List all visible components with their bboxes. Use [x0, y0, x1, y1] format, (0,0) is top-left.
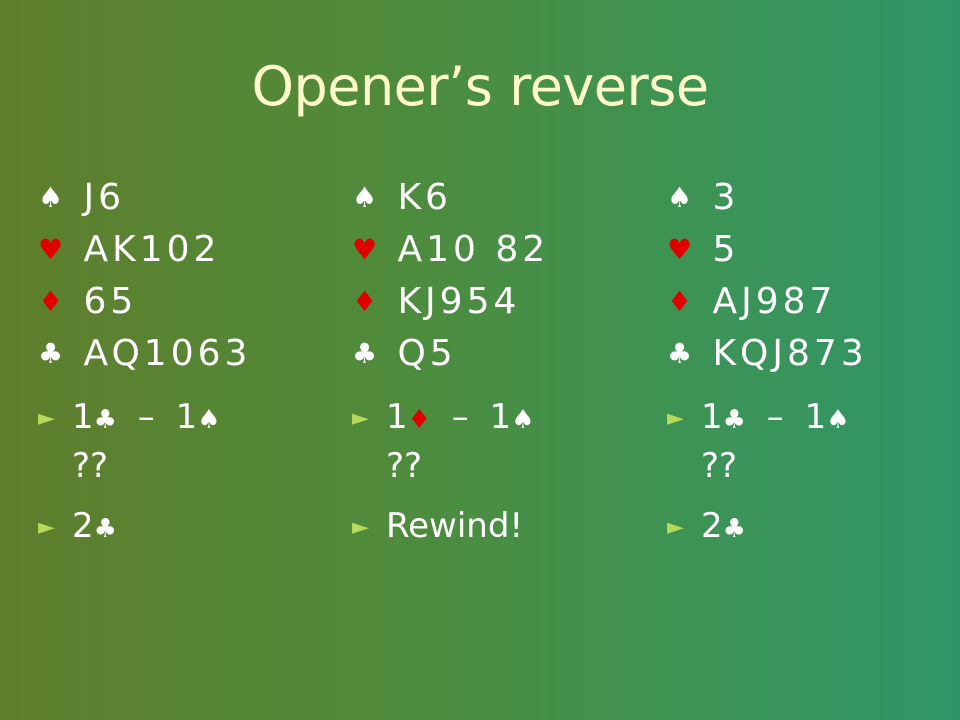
clubs-holding: ♣ Q5 — [352, 328, 652, 380]
bidding-sequence: ► 1♣ – 1♠ ?? — [38, 394, 338, 489]
spade-icon: ♠ — [38, 181, 64, 214]
diamond-cards: 65 — [83, 281, 138, 322]
diamond-cards: AJ987 — [712, 281, 837, 322]
spade-icon: ♠ — [667, 181, 693, 214]
spade-icon: ♠ — [352, 181, 378, 214]
arrow-bullet-icon: ► — [38, 515, 55, 540]
opening-bid-level: 1 — [701, 397, 723, 437]
spades-holding: ♠ 3 — [667, 172, 960, 224]
hand-column-2: ♠ K6 ♥ A10 82 ♦ KJ954 ♣ Q5 ► 1♦ – 1♠ ?? … — [352, 172, 652, 549]
club-icon: ♣ — [667, 337, 693, 370]
slide-title: Opener’s reverse — [251, 55, 709, 118]
answer: ► 2♣ — [667, 503, 960, 552]
clubs-holding: ♣ KQJ873 — [667, 328, 960, 380]
diamond-cards: KJ954 — [397, 281, 521, 322]
opening-bid-level: 1 — [72, 397, 94, 437]
club-icon: ♣ — [93, 514, 117, 544]
heart-icon: ♥ — [352, 233, 378, 266]
question-marks: ?? — [72, 446, 109, 486]
bid-separator: – — [137, 397, 155, 437]
opening-bid-level: 1 — [386, 397, 408, 437]
heart-icon: ♥ — [667, 233, 693, 266]
arrow-bullet-icon: ► — [352, 406, 369, 431]
response-bid-level: 1 — [489, 397, 512, 437]
spade-icon: ♠ — [511, 405, 535, 435]
spade-icon: ♠ — [197, 405, 221, 435]
diamonds-holding: ♦ KJ954 — [352, 276, 652, 328]
answer-text: Rewind! — [386, 506, 524, 546]
club-icon: ♣ — [722, 514, 746, 544]
arrow-bullet-icon: ► — [352, 515, 369, 540]
answer-bid-level: 2 — [701, 506, 723, 546]
club-cards: Q5 — [397, 333, 457, 374]
club-icon: ♣ — [93, 405, 117, 435]
bidding-sequence: ► 1♦ – 1♠ ?? — [352, 394, 652, 489]
club-cards: KQJ873 — [712, 333, 868, 374]
question-marks: ?? — [701, 446, 738, 486]
answer-bid-level: 2 — [72, 506, 94, 546]
heart-cards: 5 — [712, 229, 740, 270]
arrow-bullet-icon: ► — [667, 515, 684, 540]
hand-column-3: ♠ 3 ♥ 5 ♦ AJ987 ♣ KQJ873 ► 1♣ – 1♠ ?? ► … — [667, 172, 960, 552]
hearts-holding: ♥ 5 — [667, 224, 960, 276]
diamond-icon: ♦ — [352, 285, 378, 318]
club-icon: ♣ — [352, 337, 378, 370]
spades-holding: ♠ K6 — [352, 172, 652, 224]
spade-icon: ♠ — [826, 405, 850, 435]
club-icon: ♣ — [722, 405, 746, 435]
diamond-icon: ♦ — [407, 405, 431, 435]
response-bid-level: 1 — [175, 397, 198, 437]
spade-cards: K6 — [397, 177, 452, 218]
hand-column-1: ♠ J6 ♥ AK102 ♦ 65 ♣ AQ1063 ► 1♣ – 1♠ ?? … — [38, 172, 338, 552]
heart-icon: ♥ — [38, 233, 64, 266]
bid-separator: – — [766, 397, 784, 437]
bid-separator: – — [451, 397, 469, 437]
clubs-holding: ♣ AQ1063 — [38, 328, 338, 380]
arrow-bullet-icon: ► — [667, 406, 684, 431]
answer: ► 2♣ — [38, 503, 338, 552]
hearts-holding: ♥ A10 82 — [352, 224, 652, 276]
club-cards: AQ1063 — [83, 333, 252, 374]
club-icon: ♣ — [38, 337, 64, 370]
diamonds-holding: ♦ 65 — [38, 276, 338, 328]
heart-cards: AK102 — [83, 229, 221, 270]
question-marks: ?? — [386, 446, 423, 486]
spade-cards: 3 — [712, 177, 740, 218]
bidding-sequence: ► 1♣ – 1♠ ?? — [667, 394, 960, 489]
spades-holding: ♠ J6 — [38, 172, 338, 224]
diamond-icon: ♦ — [667, 285, 693, 318]
spade-cards: J6 — [83, 177, 125, 218]
answer: ► Rewind! — [352, 503, 652, 549]
arrow-bullet-icon: ► — [38, 406, 55, 431]
response-bid-level: 1 — [804, 397, 827, 437]
diamonds-holding: ♦ AJ987 — [667, 276, 960, 328]
hearts-holding: ♥ AK102 — [38, 224, 338, 276]
heart-cards: A10 82 — [397, 229, 550, 270]
diamond-icon: ♦ — [38, 285, 64, 318]
